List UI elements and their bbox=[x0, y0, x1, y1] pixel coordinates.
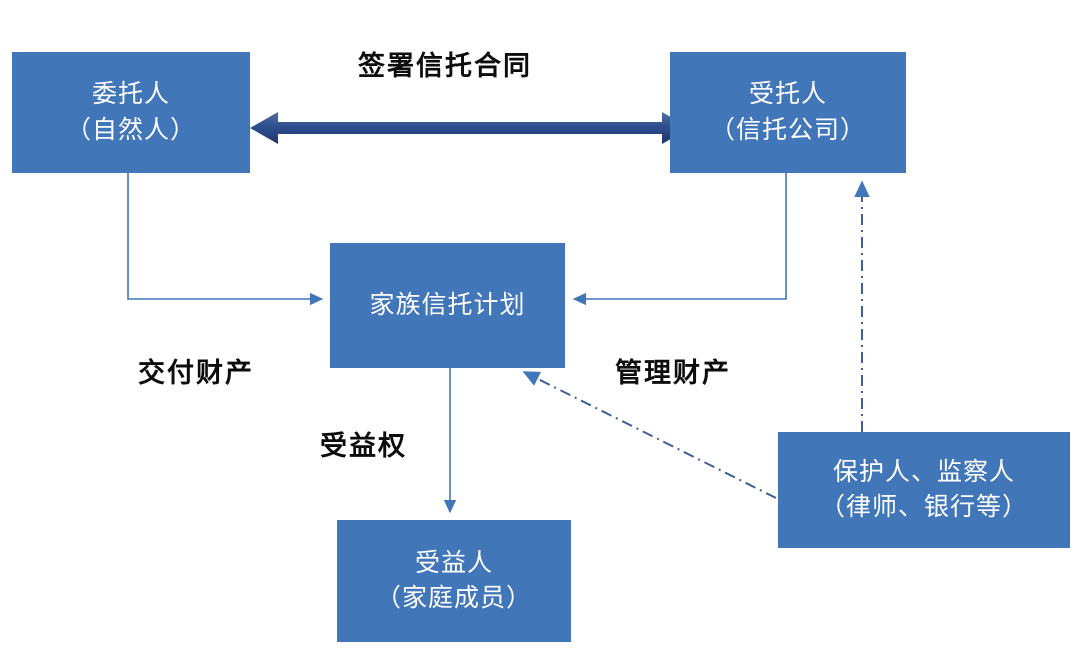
edge-settlor-trustplan bbox=[127, 173, 324, 306]
node-trust-plan-line1: 家族信托计划 bbox=[369, 290, 526, 319]
node-settlor-line2: （自然人） bbox=[65, 115, 196, 144]
label-deliver-assets: 交付财产 bbox=[138, 358, 254, 388]
node-trustee-line2: （信托公司） bbox=[709, 115, 866, 144]
node-beneficiary-line1: 受益人 bbox=[414, 548, 493, 577]
node-protector-line1: 保护人、监察人 bbox=[832, 457, 1015, 486]
edge-trustee-trustplan bbox=[572, 173, 787, 306]
node-settlor-line1: 委托人 bbox=[91, 80, 170, 108]
node-beneficiary-line2: （家庭成员） bbox=[375, 584, 532, 612]
node-trustee-line1: 受托人 bbox=[748, 80, 827, 108]
label-beneficial-right: 受益权 bbox=[320, 431, 407, 461]
node-trustee[interactable]: 受托人 （信托公司） bbox=[670, 52, 906, 173]
node-settlor[interactable]: 委托人 （自然人） bbox=[12, 52, 250, 173]
edge-settlor-trustee bbox=[250, 112, 690, 144]
node-trust-plan[interactable]: 家族信托计划 bbox=[330, 243, 565, 368]
node-protector[interactable]: 保护人、监察人 （律师、银行等） bbox=[778, 432, 1070, 548]
label-manage-assets: 管理财产 bbox=[615, 358, 731, 388]
node-protector-line2: （律师、银行等） bbox=[819, 493, 1028, 521]
label-sign-contract: 签署信托合同 bbox=[358, 51, 532, 81]
node-beneficiary[interactable]: 受益人 （家庭成员） bbox=[337, 520, 571, 642]
edge-protector-trustplan bbox=[522, 371, 777, 499]
